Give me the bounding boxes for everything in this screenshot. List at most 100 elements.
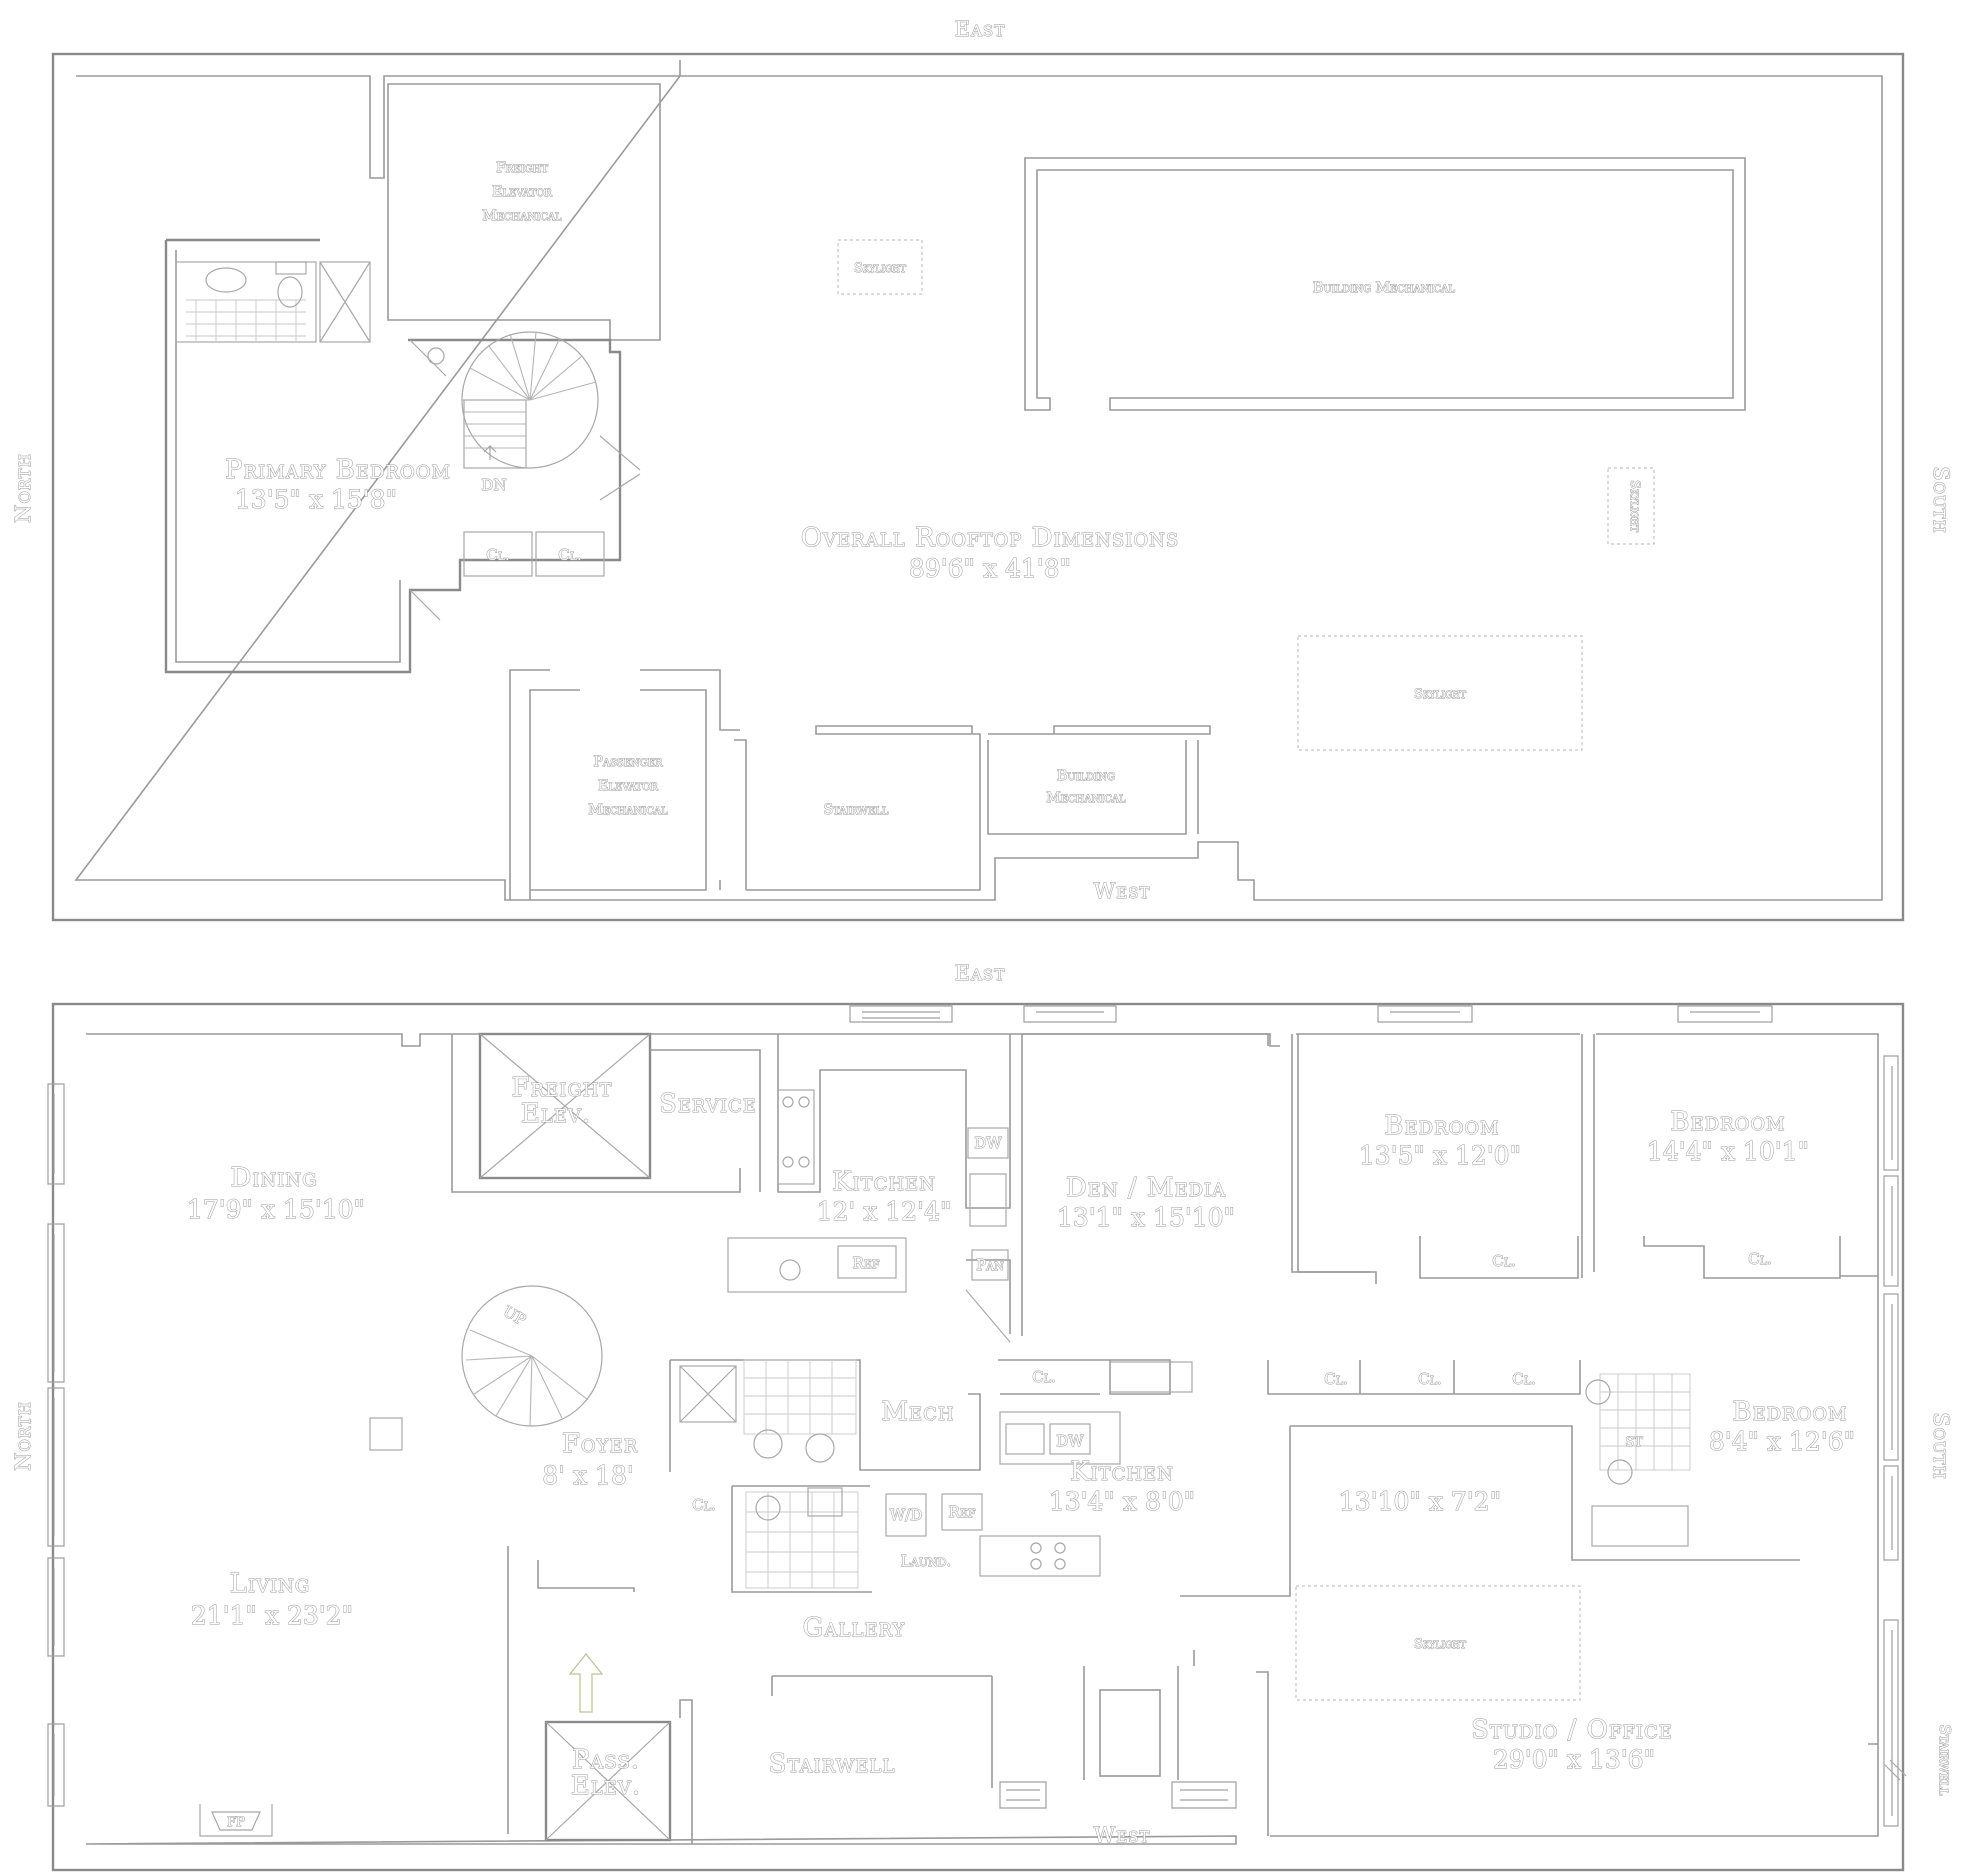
dn-label: DN xyxy=(481,476,506,494)
overall-name: Overall Rooftop Dimensions xyxy=(801,523,1179,553)
pass-mech-label-2: Elevator xyxy=(598,778,658,794)
freight-elev-label-2: Elev. xyxy=(521,1099,591,1129)
north-windows xyxy=(47,1083,65,1807)
studio-name: Studio / Office xyxy=(1471,1715,1673,1745)
primary-bedroom-name: Primary Bedroom xyxy=(225,455,451,485)
building-mech2-label-1: Building xyxy=(1057,768,1115,784)
column-icon xyxy=(427,347,445,365)
up-label: UP xyxy=(500,1302,529,1329)
den-dims: 13'1" x 15'10" xyxy=(1057,1203,1235,1232)
roof-parapet xyxy=(74,60,1883,901)
roof-north-label: North xyxy=(11,453,35,523)
floor-skylight xyxy=(1295,1585,1581,1701)
burner-icon xyxy=(782,1096,794,1108)
bedroom1-closet-label: Cl. xyxy=(1492,1252,1516,1270)
burner2-icon-3 xyxy=(1030,1558,1042,1570)
spiral-stair-treads xyxy=(462,331,597,401)
closet-2-label: Cl. xyxy=(558,546,582,564)
room-13-10-dims: 13'10" x 7'2" xyxy=(1339,1487,1501,1516)
freight-elev-label-1: Freight xyxy=(512,1073,613,1103)
fireplace xyxy=(199,1804,273,1837)
west-niche xyxy=(1099,1689,1161,1777)
toilet-icon-2 xyxy=(755,1495,781,1521)
overall-dims: 89'6" x 41'8" xyxy=(909,554,1071,583)
floor-east-label: East xyxy=(955,961,1005,985)
fp-label: FP xyxy=(227,1815,245,1830)
living-name: Living xyxy=(230,1569,311,1599)
building-mech2-label-2: Mechanical xyxy=(1046,790,1126,806)
bath-shower xyxy=(319,261,371,343)
skylight-small-label: Skylight xyxy=(854,261,906,276)
floor-west-label: West xyxy=(1094,1823,1151,1847)
floor-inner-wall xyxy=(85,1033,1879,1845)
closet-1 xyxy=(463,531,533,577)
bath-sink-icon xyxy=(205,267,247,293)
bedroom3-dims: 8'4" x 12'6" xyxy=(1709,1427,1855,1456)
building-mech-label: Building Mechanical xyxy=(1313,280,1455,296)
wd-label: W/D xyxy=(890,1506,923,1524)
skylight-large-label: Skylight xyxy=(1414,687,1466,702)
burner2-icon-2 xyxy=(1054,1542,1066,1554)
dining-name: Dining xyxy=(231,1163,318,1193)
floor-plan: Freight Elev. Service Dining 17'9" x 15'… xyxy=(11,961,1955,1872)
primary-bedroom-dims: 13'5" x 15'8" xyxy=(235,485,397,514)
bath-toilet-icon xyxy=(277,276,303,308)
foyer-name: Foyer xyxy=(562,1429,638,1459)
bedroom2-name: Bedroom xyxy=(1670,1107,1785,1137)
ref-box xyxy=(837,1245,897,1279)
freight-mech-label-2: Elevator xyxy=(492,184,552,200)
fridge-box xyxy=(969,1173,1007,1227)
closet-row-walls xyxy=(1267,1360,1581,1395)
freight-elevator-cross-icon xyxy=(479,1033,651,1179)
pan-box xyxy=(971,1249,1009,1281)
skylight-large xyxy=(1297,635,1583,751)
skylight-vertical-label: Skylight xyxy=(1627,480,1642,532)
kitchen-walls xyxy=(777,1034,1011,1334)
freight-mech-label-1: Freight xyxy=(496,160,548,176)
bedroom-walls xyxy=(1297,1034,1878,1284)
laund-label: Laund. xyxy=(901,1552,951,1570)
bedroom2-closet-label: Cl. xyxy=(1748,1250,1772,1268)
floor-outer-wall xyxy=(51,1002,1905,1872)
counter-upper xyxy=(1109,1361,1193,1393)
range xyxy=(777,1089,815,1185)
freight-elevator xyxy=(478,1032,652,1180)
dining-dims: 17'9" x 15'10" xyxy=(187,1195,365,1224)
living-walls xyxy=(507,1546,635,1834)
shower-1 xyxy=(679,1365,737,1423)
foyer-dims: 8' x 18' xyxy=(542,1461,633,1490)
roof-stairwell-label: Stairwell xyxy=(823,802,888,818)
closet-row-label-3: Cl. xyxy=(1512,1370,1536,1388)
floor-stairwell-label: Stairwell xyxy=(769,1749,896,1779)
roof-outer-wall xyxy=(51,52,1905,922)
roof-west-label: West xyxy=(1094,879,1151,903)
studio-dims: 29'0" x 13'6" xyxy=(1493,1745,1655,1774)
door-swings xyxy=(409,435,641,621)
pass-elev-label-1: Pass. xyxy=(572,1745,640,1775)
foyer-closet-label: Cl. xyxy=(692,1496,716,1514)
skylight-vertical xyxy=(1607,467,1655,545)
burner-icon-2 xyxy=(798,1096,810,1108)
pass-mech-label-1: Passenger xyxy=(593,754,663,770)
bedroom1-name: Bedroom xyxy=(1384,1111,1499,1141)
burner2-icon-1 xyxy=(1030,1542,1042,1554)
spiral-up-treads xyxy=(465,1329,589,1427)
bedroom3-bath xyxy=(1585,1373,1691,1547)
bath1-tile-floor xyxy=(743,1359,857,1435)
stairwell-side-label: Stairwell xyxy=(1936,1724,1954,1796)
service-walls xyxy=(451,1034,761,1193)
closet-row-label-1: Cl. xyxy=(1324,1370,1348,1388)
shower-1-cross-icon xyxy=(679,1365,737,1423)
studio-walls xyxy=(1256,1671,1878,1836)
bedroom2-dims: 14'4" x 10'1" xyxy=(1647,1137,1809,1166)
sink-icon-1 xyxy=(805,1433,835,1463)
closet-1-label: Cl. xyxy=(486,546,510,564)
kitchen-dims: 12' x 12'4" xyxy=(817,1197,952,1226)
toilet-icon-1 xyxy=(753,1429,783,1459)
bath-toilet-tank xyxy=(275,261,307,275)
building-mech-room xyxy=(1024,157,1746,411)
room-13-10-walls xyxy=(1180,1425,1800,1597)
bedroom1-dims: 13'5" x 12'0" xyxy=(1359,1141,1521,1170)
